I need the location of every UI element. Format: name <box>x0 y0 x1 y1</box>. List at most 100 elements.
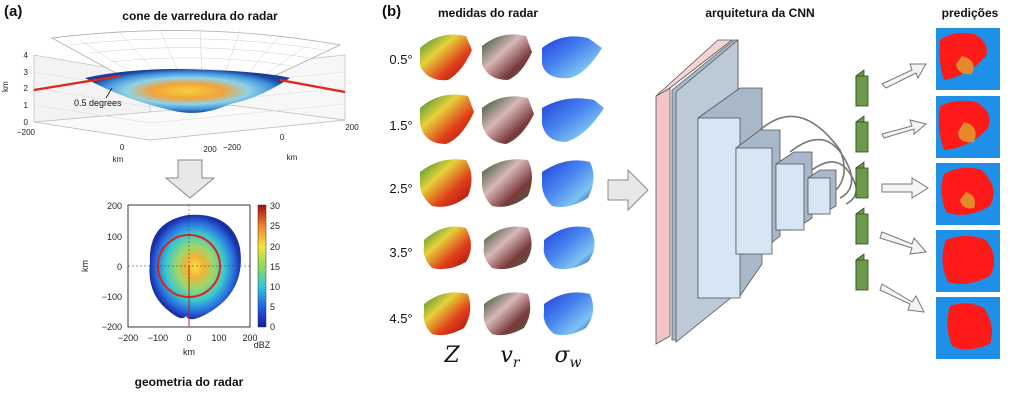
arrow-icon <box>881 177 929 199</box>
output-block <box>855 213 869 245</box>
panel-b-label: (b) <box>382 3 401 20</box>
arrow-icon <box>881 63 927 89</box>
svg-text:0: 0 <box>117 262 122 272</box>
thumb-z-row1 <box>420 34 472 81</box>
thumb-z-row5 <box>423 292 471 336</box>
cone-reflectivity <box>85 69 290 113</box>
elevation-label: 4.5° <box>389 311 412 326</box>
elevation-labels: 0.5° 1.5° 2.5° 3.5° 4.5° <box>389 52 412 326</box>
colorbar-ticks: 30 25 20 15 10 5 0 <box>270 201 280 332</box>
svg-text:30: 30 <box>270 201 280 211</box>
svg-text:15: 15 <box>270 262 280 272</box>
output-block <box>855 75 869 107</box>
map-title: geometria do radar <box>135 375 244 389</box>
thumb-sw-row1 <box>542 36 602 79</box>
thumb-vr-row3 <box>482 159 532 207</box>
elevation-label: 1.5° <box>389 118 412 133</box>
cnn-title: arquitetura da CNN <box>705 6 814 20</box>
cone-angle-annotation: 0.5 degrees <box>74 98 122 108</box>
svg-text:−100: −100 <box>102 292 122 302</box>
predictions <box>936 28 1000 359</box>
svg-text:200: 200 <box>107 201 122 211</box>
colorbar-unit: dBZ <box>254 340 271 350</box>
prediction-orange-region <box>958 122 976 143</box>
cone-title: cone de varredura do radar <box>122 9 278 23</box>
svg-text:0: 0 <box>280 133 285 142</box>
cone-y-label: km <box>287 153 298 162</box>
thumb-sw-row4 <box>543 226 595 270</box>
cone-plot: 0.5 degrees 0 1 2 3 4 km −200 0 200 km 2… <box>1 28 359 164</box>
svg-text:100: 100 <box>107 232 122 242</box>
svg-text:200: 200 <box>242 333 257 343</box>
output-block <box>855 259 869 291</box>
cone-red-line-left <box>33 74 121 92</box>
right-arrow-icon <box>607 168 649 212</box>
cone-annotation-pointer <box>105 87 113 99</box>
svg-text:2: 2 <box>24 84 29 93</box>
cnn-input-layer-top <box>655 39 734 97</box>
svg-text:20: 20 <box>270 242 280 252</box>
map-y-ticks: 200 100 0 −100 −200 <box>102 201 122 332</box>
thumb-sw-row5 <box>543 292 594 336</box>
elevation-label: 0.5° <box>389 52 412 67</box>
prediction-orange-region <box>960 192 975 209</box>
measurement-grid <box>420 34 604 336</box>
cone-x-ticks: −200 0 200 <box>17 128 217 154</box>
arrow-icon <box>879 231 927 255</box>
cone-z-label: km <box>1 81 10 92</box>
radar-map: −200 −100 0 100 200 200 100 0 −100 −200 … <box>80 201 280 357</box>
map-x-label: km <box>183 347 195 357</box>
cone-x-label: km <box>113 155 124 164</box>
down-arrow-icon <box>164 159 216 199</box>
cnn-block5-face <box>807 177 831 215</box>
cnn-block3-face <box>735 147 773 255</box>
svg-text:0: 0 <box>120 143 125 152</box>
svg-text:−200: −200 <box>17 128 36 137</box>
prediction-red-region <box>942 236 995 284</box>
prediction-red-region <box>941 167 994 215</box>
svg-text:3: 3 <box>24 68 29 77</box>
svg-text:−200: −200 <box>102 322 122 332</box>
svg-text:1: 1 <box>24 101 29 110</box>
cone-red-line-right <box>279 78 346 94</box>
svg-text:0: 0 <box>270 322 275 332</box>
variable-z: Z <box>443 343 460 368</box>
thumb-z-row4 <box>423 226 471 270</box>
svg-text:4: 4 <box>24 51 29 60</box>
arrow-icon <box>879 283 925 313</box>
elevation-label: 2.5° <box>389 181 412 196</box>
cnn-block4-face <box>775 163 805 231</box>
elevation-label: 3.5° <box>389 245 412 260</box>
thumb-vr-row2 <box>482 96 534 144</box>
thumb-z-row3 <box>420 159 472 207</box>
output-block <box>855 167 869 199</box>
svg-text:10: 10 <box>270 282 280 292</box>
prediction-arrows <box>879 63 929 313</box>
svg-text:0: 0 <box>24 118 29 127</box>
thumb-vr-row5 <box>483 292 531 336</box>
map-x-ticks: −200 −100 0 100 200 <box>118 333 258 343</box>
thumb-vr-row4 <box>483 226 532 270</box>
panel-a-label: (a) <box>4 3 22 20</box>
thumb-sw-row2 <box>542 98 604 142</box>
svg-text:−100: −100 <box>148 333 168 343</box>
cone-z-ticks: 0 1 2 3 4 <box>24 51 29 127</box>
svg-text:−200: −200 <box>118 333 138 343</box>
svg-text:5: 5 <box>270 302 275 312</box>
svg-text:200: 200 <box>345 123 359 132</box>
colorbar <box>257 204 267 328</box>
svg-text:100: 100 <box>211 333 226 343</box>
measures-title: medidas do radar <box>438 6 538 20</box>
svg-text:0: 0 <box>186 333 191 343</box>
cone-box-floor <box>33 104 346 141</box>
variable-labels: Z vr σw <box>443 343 581 371</box>
predictions-title: predições <box>942 6 999 20</box>
map-y-label: km <box>80 260 90 272</box>
svg-text:200: 200 <box>203 145 217 154</box>
thumb-vr-row1 <box>482 34 532 80</box>
prediction-red-region <box>947 303 992 350</box>
svg-text:−200: −200 <box>223 143 242 152</box>
variable-sigma-w: σw <box>554 343 581 371</box>
prediction-orange-region <box>956 56 974 75</box>
